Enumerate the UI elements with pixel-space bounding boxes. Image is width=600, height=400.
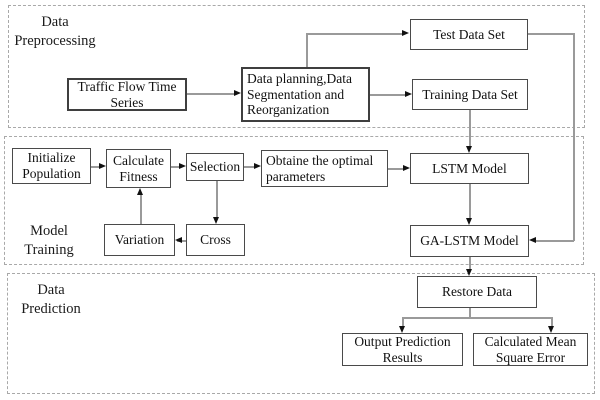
arrowhead-traffic-to-planning (234, 90, 241, 96)
connector-galstm-to-restore (469, 257, 471, 270)
connector-test-right (528, 33, 574, 35)
connector-training-to-lstm (469, 110, 471, 148)
arrowhead-restore-to-output (399, 326, 405, 333)
connector-branch-to-output (402, 317, 404, 327)
connector-variation-to-calculate (140, 193, 142, 224)
connector-planning-to-test (306, 33, 402, 35)
band-label-model-training: Model Training (24, 223, 74, 258)
connector-test-to-galstm (536, 240, 574, 242)
node-variation: Variation (104, 224, 175, 256)
connector-selection-to-obtaine (244, 166, 256, 168)
connector-selection-to-cross (216, 181, 218, 219)
band-data-prediction (7, 273, 595, 394)
node-ga-lstm-model: GA-LSTM Model (410, 225, 529, 257)
node-selection: Selection (186, 153, 244, 181)
node-restore-data: Restore Data (417, 276, 537, 308)
arrowhead-obtaine-to-lstm (403, 165, 410, 171)
arrowhead-initialize-to-calculate (99, 163, 106, 169)
node-obtaine-optimal-parameters: Obtaine the optimal parameters (261, 150, 388, 187)
node-lstm-model: LSTM Model (410, 153, 529, 184)
node-output-prediction-results: Output Prediction Results (342, 333, 463, 366)
band-label-data-preprocessing: Data Preprocessing (14, 14, 96, 49)
connector-obtaine-to-lstm (388, 168, 404, 170)
band-data-preprocessing (8, 5, 585, 128)
connector-planning-to-training (370, 94, 405, 96)
arrowhead-variation-to-calculate (137, 188, 143, 195)
arrowhead-training-to-lstm (466, 146, 472, 153)
arrowhead-calculate-to-selection (179, 163, 186, 169)
connector-restore-branch (402, 317, 552, 319)
connector-planning-up (306, 33, 308, 67)
arrowhead-galstm-to-restore (466, 269, 472, 276)
connector-test-down (573, 33, 575, 241)
connector-branch-to-mse (551, 317, 553, 327)
node-initialize-population: Initialize Population (12, 148, 91, 184)
arrowhead-selection-to-cross (213, 217, 219, 224)
band-model-training (4, 136, 584, 265)
connector-initialize-to-calculate (91, 166, 101, 168)
arrowhead-restore-to-mse (548, 326, 554, 333)
arrowhead-planning-to-test (402, 30, 409, 36)
node-test-data-set: Test Data Set (410, 19, 528, 50)
node-cross: Cross (186, 224, 245, 256)
arrowhead-planning-to-training (405, 91, 412, 97)
band-label-data-prediction: Data Prediction (21, 282, 81, 317)
node-data-planning-segmentation: Data planning,Data Segmentation and Reor… (241, 67, 370, 122)
connector-calculate-to-selection (171, 166, 181, 168)
connector-traffic-to-planning (187, 93, 234, 95)
node-training-data-set: Training Data Set (412, 79, 528, 110)
connector-restore-down (469, 308, 471, 318)
node-traffic-flow-time-series: Traffic Flow Time Series (67, 78, 187, 111)
connector-lstm-to-galstm (469, 184, 471, 219)
arrowhead-test-to-galstm (529, 237, 536, 243)
arrowhead-selection-to-obtaine (254, 163, 261, 169)
node-calculated-mean-square-error: Calculated Mean Square Error (473, 333, 588, 366)
node-calculate-fitness: Calculate Fitness (106, 149, 171, 188)
arrowhead-cross-to-variation (175, 237, 182, 243)
arrowhead-lstm-to-galstm (466, 218, 472, 225)
